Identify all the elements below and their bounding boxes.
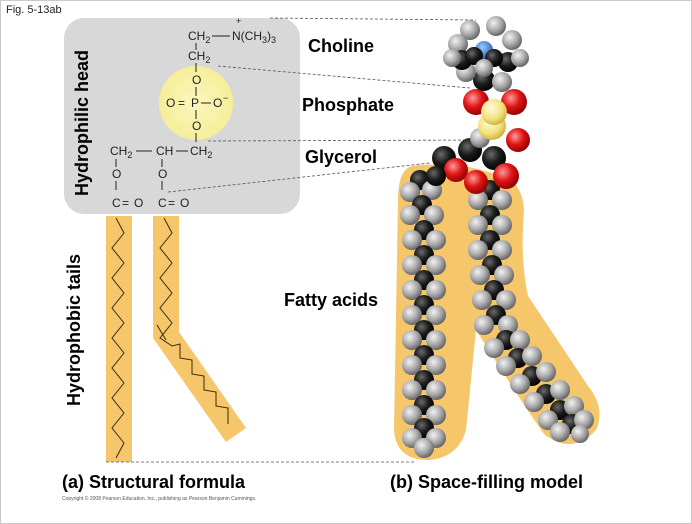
- svg-text:=: =: [122, 196, 129, 210]
- carbonyl-c-right: C: [158, 196, 167, 210]
- carbonyl-o-right: O: [180, 196, 189, 210]
- phosphate-o-bottom: O: [192, 119, 201, 133]
- structural-formula: CH2 + N(CH3)3 CH2 O O = P O − O CH2 CH C…: [110, 16, 276, 210]
- positive-charge: +: [236, 16, 241, 26]
- phosphate-label: Phosphate: [302, 95, 394, 115]
- space-filling-model: [394, 16, 600, 460]
- choline-atoms: [443, 16, 529, 92]
- glycerol-ch2-right: CH2: [190, 144, 212, 160]
- carbonyl-c-left: C: [112, 196, 121, 210]
- double-bond-kink: [156, 324, 167, 341]
- unsaturated-tail-band: [153, 216, 246, 442]
- phosphate-o-top: O: [192, 73, 201, 87]
- ester-o-left: O: [112, 167, 121, 181]
- connector-lines: [106, 17, 481, 463]
- phosphate-highlight: [159, 66, 233, 140]
- hydrophilic-head-label: Hydrophilic head: [72, 50, 92, 196]
- caption-space-filling-model: (b) Space-filling model: [390, 472, 583, 492]
- phosphate-o-minus: O: [213, 96, 222, 110]
- phosphorus-atom: P: [191, 96, 199, 110]
- carbonyl-o-left: O: [134, 196, 143, 210]
- negative-charge: −: [223, 93, 228, 103]
- unsaturated-tail-zigzag: [159, 217, 229, 424]
- svg-text:=: =: [168, 196, 175, 210]
- ester-o-right: O: [158, 167, 167, 181]
- choline-nitrogen: N(CH3)3: [232, 29, 276, 45]
- choline-ch2-lower: CH2: [188, 49, 210, 65]
- tail-atoms: [400, 170, 594, 458]
- saturated-tail-band: [106, 216, 132, 462]
- fatty-acids-label: Fatty acids: [284, 290, 378, 310]
- hydrophobic-tails-label: Hydrophobic tails: [64, 254, 84, 406]
- phosphate-o-double: O: [166, 96, 175, 110]
- figure-id: Fig. 5-13ab: [6, 4, 62, 16]
- choline-ch2: CH2: [188, 29, 210, 45]
- copyright-text: Copyright © 2008 Pearson Education, Inc.…: [62, 495, 256, 502]
- glycerol-ch2-left: CH2: [110, 144, 132, 160]
- glycerol-atoms: [426, 128, 519, 194]
- double-bond: =: [178, 96, 185, 110]
- glycerol-label: Glycerol: [305, 147, 377, 167]
- choline-label: Choline: [308, 36, 374, 56]
- glycerol-ch: CH: [156, 144, 173, 158]
- phosphate-atoms: [463, 89, 530, 152]
- saturated-tail-zigzag: [111, 217, 125, 459]
- caption-structural-formula: (a) Structural formula: [62, 472, 246, 492]
